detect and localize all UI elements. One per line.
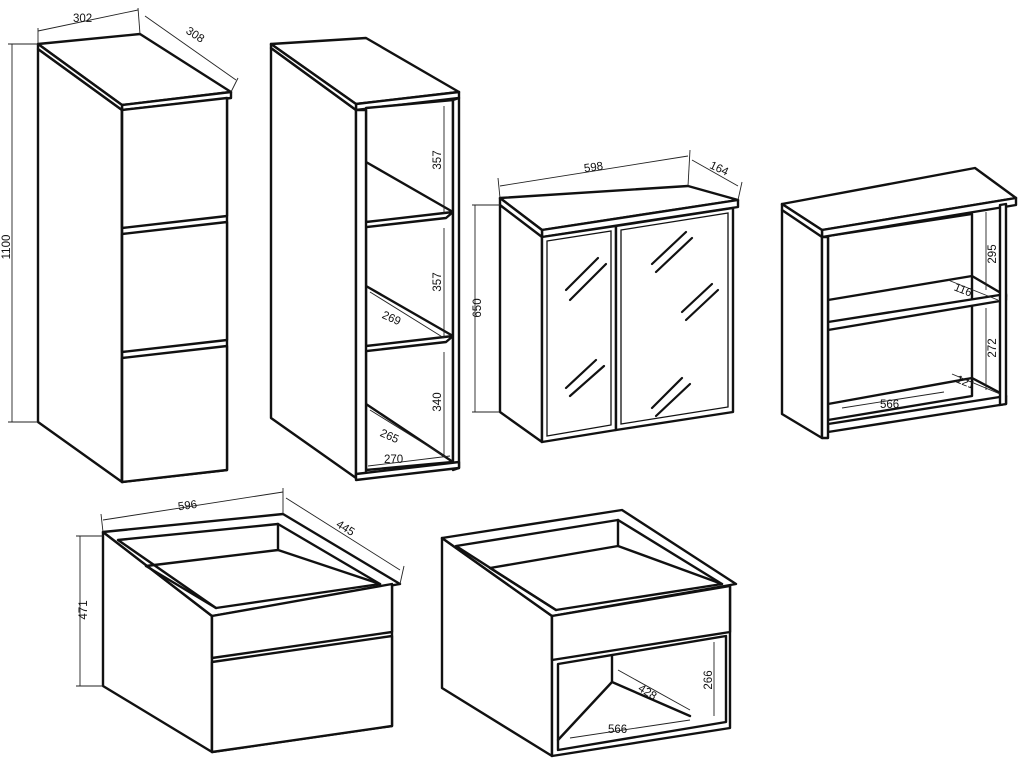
dim-tick — [399, 565, 405, 585]
mirror-glass-left — [546, 230, 612, 437]
vanity-drawer-unit: 596 445 471 — [76, 488, 405, 754]
wall-shelf-side-panel — [780, 208, 824, 440]
dim-tick — [230, 77, 239, 93]
dim-line-depth — [691, 159, 739, 187]
dim-label-depth: 308 — [184, 25, 207, 46]
shelf-tower-shelf-middle-depth — [364, 284, 455, 338]
dim-tick — [137, 7, 141, 35]
dim-tick — [497, 177, 501, 199]
reflection-mark — [654, 236, 694, 274]
dim-label-open-height: 266 — [703, 670, 715, 689]
open-unit-open-compartment — [556, 634, 728, 752]
reflection-mark — [564, 256, 600, 292]
mirror-door-right — [614, 206, 735, 432]
mirror-cabinet-side-panel — [498, 203, 544, 444]
dim-label-height: 471 — [78, 600, 90, 619]
dim-tick — [687, 149, 691, 187]
tall-cabinet: 302 308 1100 — [1, 7, 239, 484]
dim-line-open-depth — [617, 669, 691, 711]
shelf-tower-side-panel — [269, 46, 358, 480]
reflection-mark — [650, 376, 684, 410]
open-unit-drawer-front — [550, 584, 732, 662]
drawer-unit-drawer-front-upper — [210, 582, 394, 660]
wall-shelf-front-edge-left — [820, 235, 830, 440]
dim-line-shelf-depth-bottom — [369, 409, 445, 457]
wall-shelf-middle-depth — [826, 274, 1008, 302]
dim-line-shelf-depth-top — [947, 279, 999, 301]
open-unit-compartment-back — [556, 680, 614, 742]
dim-label-width: 596 — [177, 499, 198, 514]
dim-line-width — [102, 491, 284, 521]
tall-cabinet-side-panel — [36, 47, 124, 484]
reflection-mark — [684, 288, 720, 322]
dim-line-depth — [144, 15, 237, 81]
open-unit-inner-edge — [616, 544, 724, 586]
tall-cabinet-doors — [120, 96, 229, 484]
dim-tick — [737, 181, 743, 201]
reflection-mark — [654, 382, 692, 418]
reflection-mark — [568, 364, 606, 398]
dim-label-inner-width: 270 — [384, 454, 403, 466]
dim-tick — [100, 513, 104, 533]
dim-label-inner-width: 566 — [608, 724, 627, 736]
tall-cabinet-door-upper — [120, 96, 229, 230]
dim-line-inner-width — [569, 719, 691, 739]
drawer-unit-inner-floor — [144, 564, 218, 610]
dim-line-inner-width — [841, 391, 945, 409]
reflection-mark — [680, 282, 714, 314]
drawer-unit-inner-edge — [276, 548, 382, 586]
mirror-reflection-marks — [564, 230, 720, 418]
dim-label-shelf-bottom: 340 — [432, 392, 444, 411]
dim-label-inner-width: 566 — [880, 399, 899, 411]
mirror-cabinet: 598 164 650 — [472, 149, 743, 444]
dim-label-shelf-top: 295 — [987, 244, 999, 263]
wall-shelf-bottom-depth — [826, 376, 1008, 406]
mirror-door-left — [540, 224, 618, 444]
drawer-unit-drawer-front-lower — [210, 634, 394, 754]
mirror-glass-right — [620, 212, 729, 425]
wall-shelf-front-edge-right — [998, 202, 1008, 407]
dim-line-shelf-depth-middle — [369, 291, 445, 339]
shelf-tower-shelf-upper-depth — [364, 160, 455, 214]
tall-cabinet-door-middle — [120, 220, 229, 354]
dim-line-inner-width — [367, 455, 451, 467]
wall-shelf: 295 116 272 121 566 — [780, 166, 1018, 440]
dim-label-shelf-top: 357 — [432, 150, 444, 169]
shelf-tower-bottom-rail — [354, 460, 461, 482]
dim-label-width: 598 — [583, 161, 604, 176]
reflection-mark — [564, 358, 598, 390]
vanity-open-unit: 266 428 566 — [440, 508, 738, 758]
shelf-tower-front-edge-left — [354, 108, 368, 480]
dim-label-width: 302 — [73, 13, 92, 25]
dim-line-shelf-depth-bottom — [951, 373, 1001, 395]
dim-label-shelf-bottom: 272 — [987, 338, 999, 357]
dim-line-depth — [285, 497, 401, 571]
dim-label-shelf-middle: 357 — [432, 272, 444, 291]
open-unit-inner-floor — [488, 566, 558, 612]
reflection-mark — [568, 262, 608, 302]
dim-label-depth: 164 — [708, 160, 731, 179]
open-shelf-tower: 357 357 340 269 265 270 — [269, 36, 461, 482]
shelf-tower-front-edge-right — [451, 96, 461, 472]
dim-line-width — [499, 155, 689, 187]
dim-label-height: 650 — [472, 298, 484, 317]
dim-label-height: 1100 — [1, 235, 13, 260]
dim-line-width — [37, 9, 139, 32]
tall-cabinet-door-lower — [120, 344, 229, 484]
reflection-mark — [650, 230, 688, 266]
